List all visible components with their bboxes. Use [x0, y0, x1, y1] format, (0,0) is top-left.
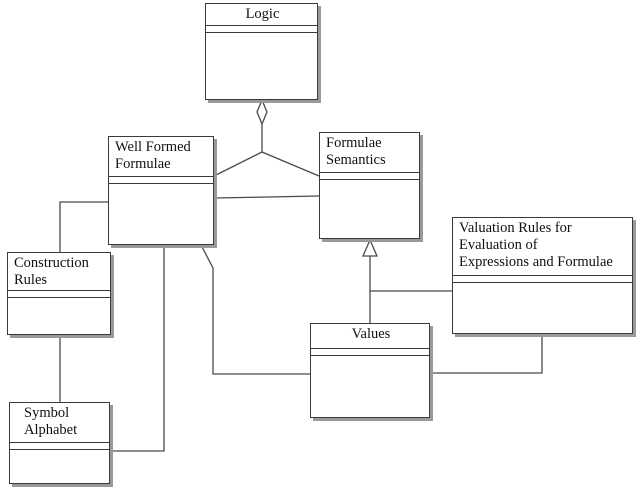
class-valuation-rules-name: Valuation Rules for Evaluation of Expres… — [453, 218, 632, 276]
aggregation-branch-semantics — [261, 151, 320, 177]
association-wff-symbol — [110, 245, 165, 452]
association-values-valuation — [430, 334, 543, 374]
class-well-formed-formulae-name: Well Formed Formulae — [109, 137, 213, 177]
class-formulae-semantics[interactable]: Formulae Semantics — [319, 132, 420, 239]
class-valuation-rules[interactable]: Valuation Rules for Evaluation of Expres… — [452, 217, 633, 334]
class-symbol-alphabet-name: Symbol Alphabet — [10, 403, 109, 443]
association-wff-values — [200, 244, 310, 375]
class-logic-name: Logic — [206, 4, 317, 26]
association-wff-construction — [59, 201, 108, 252]
class-well-formed-formulae[interactable]: Well Formed Formulae — [108, 136, 214, 245]
class-construction-rules-attributes — [8, 291, 110, 298]
aggregation-branch-wff — [213, 151, 263, 177]
association-wff-semantics — [213, 195, 320, 199]
class-symbol-alphabet-attributes — [10, 443, 109, 450]
class-logic[interactable]: Logic — [205, 3, 318, 100]
class-symbol-alphabet[interactable]: Symbol Alphabet — [9, 402, 110, 484]
class-well-formed-formulae-attributes — [109, 177, 213, 184]
class-values-name: Values — [311, 324, 429, 349]
class-formulae-semantics-attributes — [320, 173, 419, 180]
class-values[interactable]: Values — [310, 323, 430, 418]
class-formulae-semantics-name: Formulae Semantics — [320, 133, 419, 173]
class-construction-rules[interactable]: Construction Rules — [7, 252, 111, 335]
generalization-arrowhead — [362, 238, 378, 257]
class-logic-attributes — [206, 26, 317, 33]
class-valuation-rules-attributes — [453, 276, 632, 283]
class-values-attributes — [311, 349, 429, 356]
class-construction-rules-name: Construction Rules — [8, 253, 110, 291]
aggregation-diamond — [256, 98, 268, 126]
